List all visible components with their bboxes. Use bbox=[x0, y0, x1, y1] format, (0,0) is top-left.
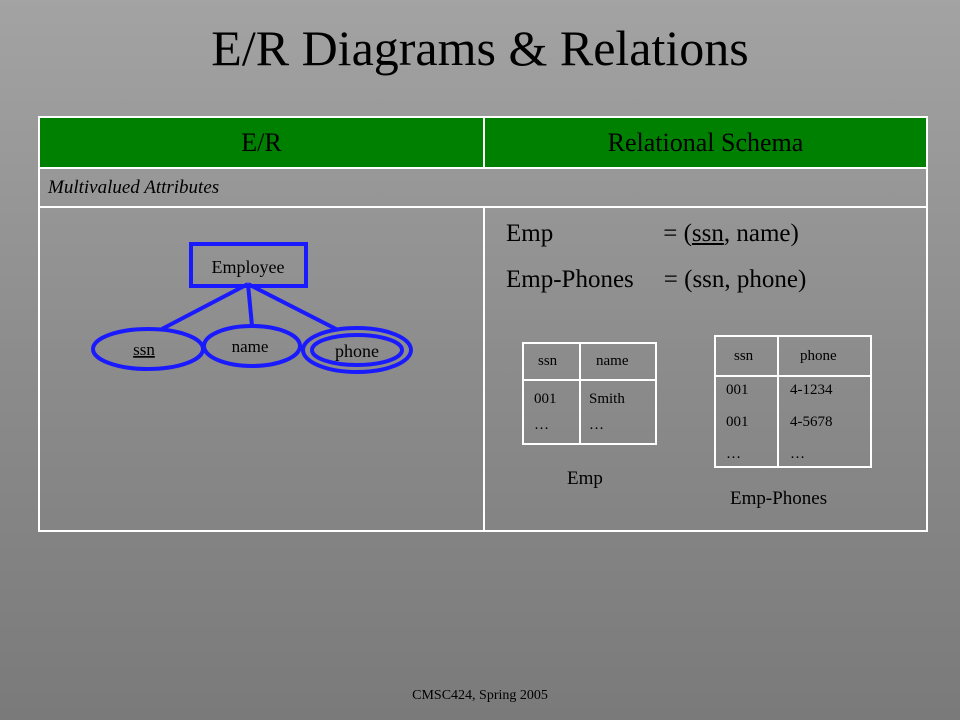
schema-emp-rest: , name) bbox=[723, 220, 799, 247]
ssn-connector bbox=[159, 282, 249, 332]
section-label: Multivalued Attributes bbox=[40, 167, 926, 208]
emp-cell-name-1: Smith bbox=[589, 391, 625, 407]
employee-entity bbox=[189, 242, 308, 288]
phone-connector bbox=[247, 282, 339, 332]
phones-cell-phone-1: 4-1234 bbox=[790, 382, 833, 398]
employee-label: Employee bbox=[212, 257, 285, 277]
header-relational-schema: Relational Schema bbox=[485, 118, 926, 167]
emp-cell-ssn-2: … bbox=[534, 417, 549, 433]
phones-table-col-divider bbox=[777, 337, 779, 466]
phone-attribute-inner bbox=[310, 333, 404, 367]
schema-phones-eq: = (ssn, phone) bbox=[663, 266, 807, 293]
schema-emp-name: Emp bbox=[506, 220, 554, 247]
schema-phones-name: Emp-Phones bbox=[506, 266, 634, 293]
emp-cell-ssn-1: 001 bbox=[534, 391, 557, 407]
emp-phones-table: ssn phone 001 001 … 4-1234 4-5678 … bbox=[714, 335, 872, 468]
phones-cell-ssn-3: … bbox=[726, 446, 741, 462]
emp-table-header bbox=[524, 344, 655, 381]
emp-phones-caption: Emp-Phones bbox=[730, 488, 828, 509]
comparison-table: E/R Relational Schema Multivalued Attrib… bbox=[38, 116, 928, 532]
name-connector bbox=[246, 283, 254, 327]
emp-header-name: name bbox=[596, 353, 629, 369]
name-label: name bbox=[232, 337, 269, 356]
phones-header-phone: phone bbox=[800, 348, 837, 364]
phone-label: phone bbox=[335, 341, 379, 361]
schema-emp-phones: Emp-Phones = (ssn, phone) bbox=[506, 266, 806, 294]
column-divider bbox=[483, 208, 485, 530]
name-attribute bbox=[202, 324, 302, 368]
emp-table: ssn name 001 … Smith … bbox=[522, 342, 657, 445]
phone-attribute-outer bbox=[301, 326, 413, 374]
phones-cell-phone-2: 4-5678 bbox=[790, 414, 833, 430]
phones-cell-ssn-2: 001 bbox=[726, 414, 749, 430]
phones-cell-ssn-1: 001 bbox=[726, 382, 749, 398]
emp-cell-name-2: … bbox=[589, 417, 604, 433]
phones-cell-phone-3: … bbox=[790, 446, 805, 462]
header-er: E/R bbox=[40, 118, 485, 167]
slide-title: E/R Diagrams & Relations bbox=[211, 20, 749, 76]
slide-footer: CMSC424, Spring 2005 bbox=[412, 688, 548, 703]
phones-header-ssn: ssn bbox=[734, 348, 754, 364]
schema-emp: Emp = (ssn, name) bbox=[506, 220, 799, 248]
emp-table-col-divider bbox=[579, 344, 581, 443]
emp-caption: Emp bbox=[567, 468, 603, 489]
phones-table-header bbox=[716, 337, 870, 377]
schema-emp-key: ssn bbox=[691, 220, 724, 247]
ssn-label: ssn bbox=[133, 340, 155, 359]
schema-emp-eq: = ( bbox=[663, 220, 692, 247]
emp-header-ssn: ssn bbox=[538, 353, 558, 369]
